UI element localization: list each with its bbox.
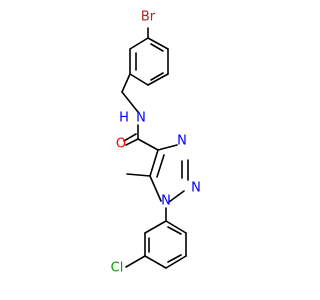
- bond-c4-c5-inner: [156, 154, 165, 178]
- bond-ring1-1: [129, 37, 149, 50]
- bond-carbonyl-c-c4: [137, 138, 159, 151]
- bond-c5-n1: [149, 175, 162, 202]
- atom-triazole-n1: N: [161, 194, 171, 209]
- bond-ring1-3: [129, 73, 149, 86]
- bond-ring2-inner-2: [167, 254, 182, 263]
- bond-ring1-4: [147, 73, 169, 86]
- bond-c5-methyl: [126, 173, 151, 177]
- atom-amide-nitrogen: N: [136, 111, 146, 126]
- bond-ring1-ch2: [121, 73, 131, 93]
- bond-n1-n2: [168, 190, 185, 203]
- bond-ring2-cl: [125, 255, 146, 268]
- bond-ring2-inner-3: [167, 226, 182, 235]
- bond-c4-c5: [149, 149, 159, 177]
- bond-ring1-inner-3: [150, 43, 164, 52]
- atom-labels: Br N H O N N N Cl: [111, 10, 201, 276]
- bond-ring1-6: [147, 37, 169, 50]
- bond-carbonyl-c-o-1: [125, 138, 139, 146]
- bond-carbonyl-c-o-2: [123, 133, 137, 142]
- atom-chlorine: Cl: [111, 261, 124, 276]
- bond-ring2-1: [144, 220, 167, 234]
- bond-ring2-6: [165, 220, 187, 234]
- bond-ring2-3: [144, 255, 167, 269]
- bond-ch2-nh: [121, 91, 139, 113]
- molecule-structure-diagram: Br N H O N N N Cl: [111, 10, 201, 276]
- bond-ring2-4: [165, 255, 187, 269]
- bond-ring1-inner-2: [150, 72, 164, 81]
- bond-lines: [121, 27, 189, 269]
- atom-triazole-n3: N: [177, 134, 187, 149]
- atom-bromine: Br: [141, 10, 156, 25]
- atom-carbonyl-oxygen: O: [116, 137, 126, 152]
- atom-amide-hydrogen: H: [119, 111, 129, 126]
- bond-c4-n3: [157, 144, 178, 151]
- atom-triazole-n2: N: [191, 181, 201, 196]
